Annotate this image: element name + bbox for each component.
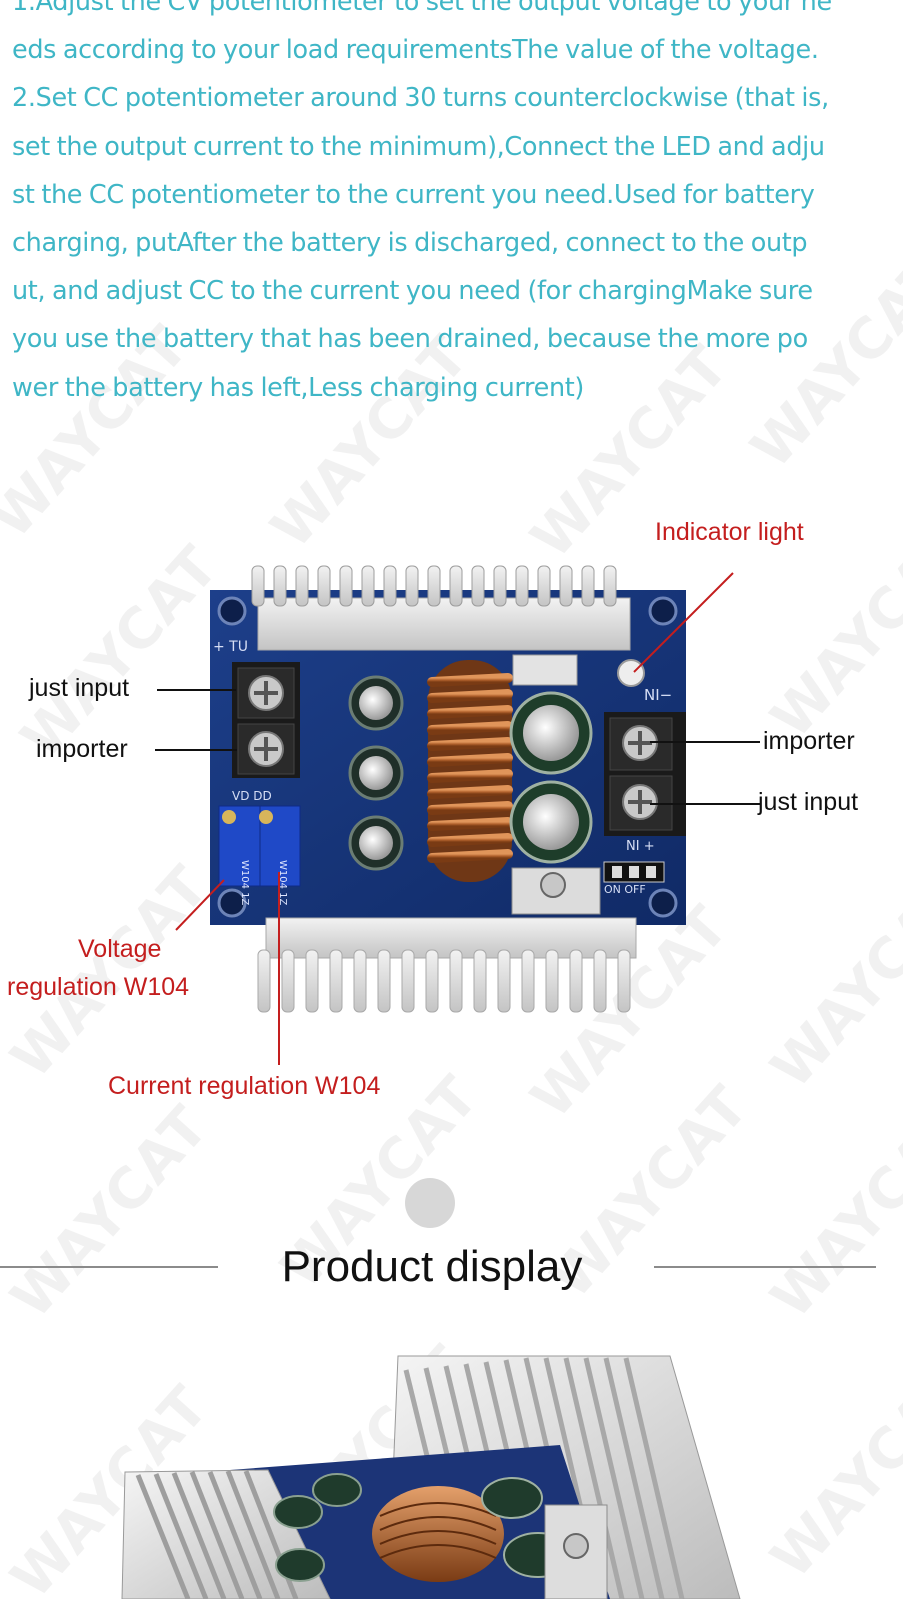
silkscreen-label: NI− bbox=[644, 686, 672, 704]
section-title: Product display bbox=[281, 1242, 583, 1291]
instruction-line: you use the battery that has been draine… bbox=[12, 324, 808, 355]
inductor-coil bbox=[427, 660, 513, 882]
instructions-text: 1.Adjust the CV potentiometer to set the… bbox=[12, 0, 898, 412]
instruction-line: set the output current to the minimum),C… bbox=[12, 131, 825, 162]
pot-label: W104 1Z bbox=[277, 860, 288, 906]
label-indicator-light: Indicator light bbox=[655, 518, 804, 546]
left-terminal-block bbox=[232, 662, 300, 778]
right-terminal-block bbox=[604, 712, 686, 836]
instruction-line: st the CC potentiometer to the current y… bbox=[12, 179, 815, 210]
silkscreen-label: ON OFF bbox=[604, 883, 646, 896]
pot-label: W104 1Z bbox=[239, 860, 250, 906]
label-importer-left: importer bbox=[36, 735, 128, 763]
bottom-heatsink bbox=[257, 917, 637, 1013]
divider-line bbox=[0, 1266, 218, 1268]
instruction-line: 1.Adjust the CV potentiometer to set the… bbox=[12, 0, 832, 17]
instruction-line: 2.Set CC potentiometer around 30 turns c… bbox=[12, 83, 829, 114]
silkscreen-label: NI + bbox=[626, 839, 655, 854]
top-heatsink bbox=[251, 565, 631, 651]
instruction-line: charging, putAfter the battery is discha… bbox=[12, 228, 808, 259]
large-capacitors bbox=[509, 654, 593, 864]
label-just-input-left: just input bbox=[29, 674, 130, 702]
label-voltage-regulation-line-2: regulation W104 bbox=[7, 973, 190, 1001]
product-display-photo bbox=[121, 1355, 741, 1599]
indicator-led bbox=[617, 659, 645, 687]
label-just-input-right: just input bbox=[758, 788, 859, 816]
instruction-line: wer the battery has left,Less charging c… bbox=[12, 372, 585, 403]
silkscreen-label: VD DD bbox=[232, 789, 272, 803]
label-importer-right: importer bbox=[763, 727, 855, 755]
small-capacitors bbox=[348, 675, 404, 871]
divider-line bbox=[654, 1266, 876, 1268]
silkscreen-label: + TU bbox=[213, 639, 248, 655]
label-current-regulation: Current regulation W104 bbox=[108, 1072, 381, 1100]
instruction-line: eds according to your load requirementsT… bbox=[12, 35, 819, 66]
section-dot-icon bbox=[405, 1178, 455, 1228]
buck-converter-board-image: + TU NI− VD DD NI + ON OFF W104 1Z W104 … bbox=[210, 565, 686, 1013]
potentiometers: W104 1Z W104 1Z bbox=[218, 805, 301, 906]
header-pins bbox=[603, 861, 665, 883]
label-voltage-regulation-line-1: Voltage bbox=[78, 935, 162, 963]
instruction-line: ut, and adjust CC to the current you nee… bbox=[12, 276, 813, 307]
